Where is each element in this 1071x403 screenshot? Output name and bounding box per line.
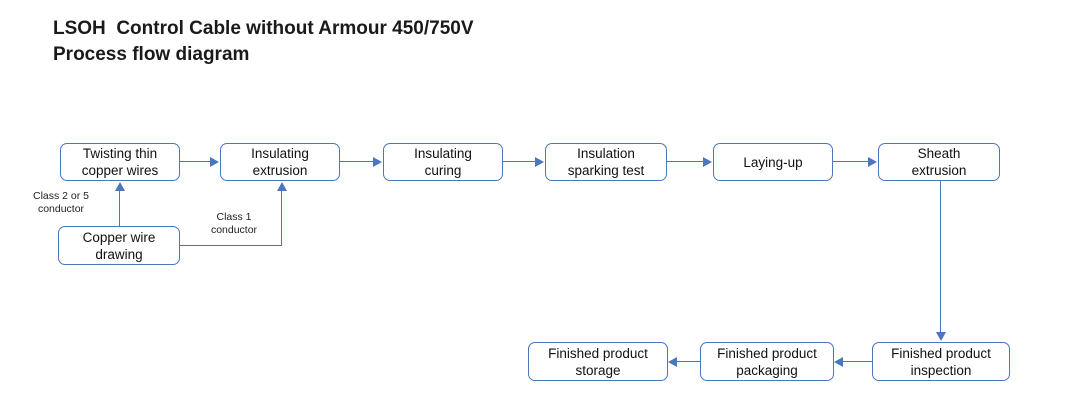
node-label: Insulation sparking test <box>567 146 645 178</box>
connector-drawing-to-extrusion-horizontal <box>180 245 282 246</box>
node-insulation-sparking-test[interactable]: Insulation sparking test <box>545 143 667 181</box>
edge-caption-class-1-conductor: Class 1 conductor <box>210 211 258 236</box>
node-label: Laying-up <box>743 154 803 170</box>
connector-drawing-to-extrusion-vertical <box>281 190 282 246</box>
arrowhead-up-icon <box>115 182 125 191</box>
node-label: Insulating curing <box>414 146 472 178</box>
connector-packaging-to-storage <box>677 361 700 362</box>
node-laying-up[interactable]: Laying-up <box>713 143 833 181</box>
node-label: Insulating extrusion <box>251 146 309 178</box>
node-label: Twisting thin copper wires <box>81 146 159 178</box>
node-insulating-extrusion[interactable]: Insulating extrusion <box>220 143 340 181</box>
node-sheath-extrusion[interactable]: Sheath extrusion <box>878 143 1000 181</box>
node-finished-product-packaging[interactable]: Finished product packaging <box>700 342 834 381</box>
title-line-2: Process flow diagram <box>53 44 250 65</box>
node-label: Finished product storage <box>548 345 648 378</box>
connector-sheath-extrusion-to-inspection <box>940 181 941 333</box>
node-finished-product-storage[interactable]: Finished product storage <box>528 342 668 381</box>
node-label: Copper wire drawing <box>82 229 156 262</box>
title-line-1: LSOH Control Cable without Armour 450/75… <box>53 18 474 39</box>
connector-laying-up-to-sheath-extrusion <box>833 161 869 162</box>
node-label: Sheath extrusion <box>911 146 967 178</box>
arrowhead-left-icon <box>834 357 843 367</box>
connector-inspection-to-packaging <box>843 361 872 362</box>
node-insulating-curing[interactable]: Insulating curing <box>383 143 503 181</box>
edge-caption-class-2-or-5-conductor: Class 2 or 5 conductor <box>32 190 90 215</box>
connector-curing-to-sparking-test <box>503 161 536 162</box>
node-label: Finished product packaging <box>717 345 817 378</box>
node-label: Finished product inspection <box>891 345 991 378</box>
arrowhead-right-icon <box>703 157 712 167</box>
node-finished-product-inspection[interactable]: Finished product inspection <box>872 342 1010 381</box>
arrowhead-right-icon <box>373 157 382 167</box>
arrowhead-right-icon <box>210 157 219 167</box>
arrowhead-right-icon <box>868 157 877 167</box>
connector-extrusion-to-curing <box>340 161 374 162</box>
node-copper-wire-drawing[interactable]: Copper wire drawing <box>58 226 180 265</box>
arrowhead-right-icon <box>535 157 544 167</box>
node-twisting-thin-copper-wires[interactable]: Twisting thin copper wires <box>60 143 180 181</box>
arrowhead-left-icon <box>668 357 677 367</box>
connector-sparking-test-to-laying-up <box>667 161 704 162</box>
arrowhead-up-icon <box>277 182 287 191</box>
arrowhead-down-icon <box>936 332 946 341</box>
connector-drawing-to-twisting <box>119 190 120 226</box>
page-title: LSOH Control Cable without Armour 450/75… <box>53 16 753 68</box>
connector-twisting-to-extrusion <box>180 161 211 162</box>
